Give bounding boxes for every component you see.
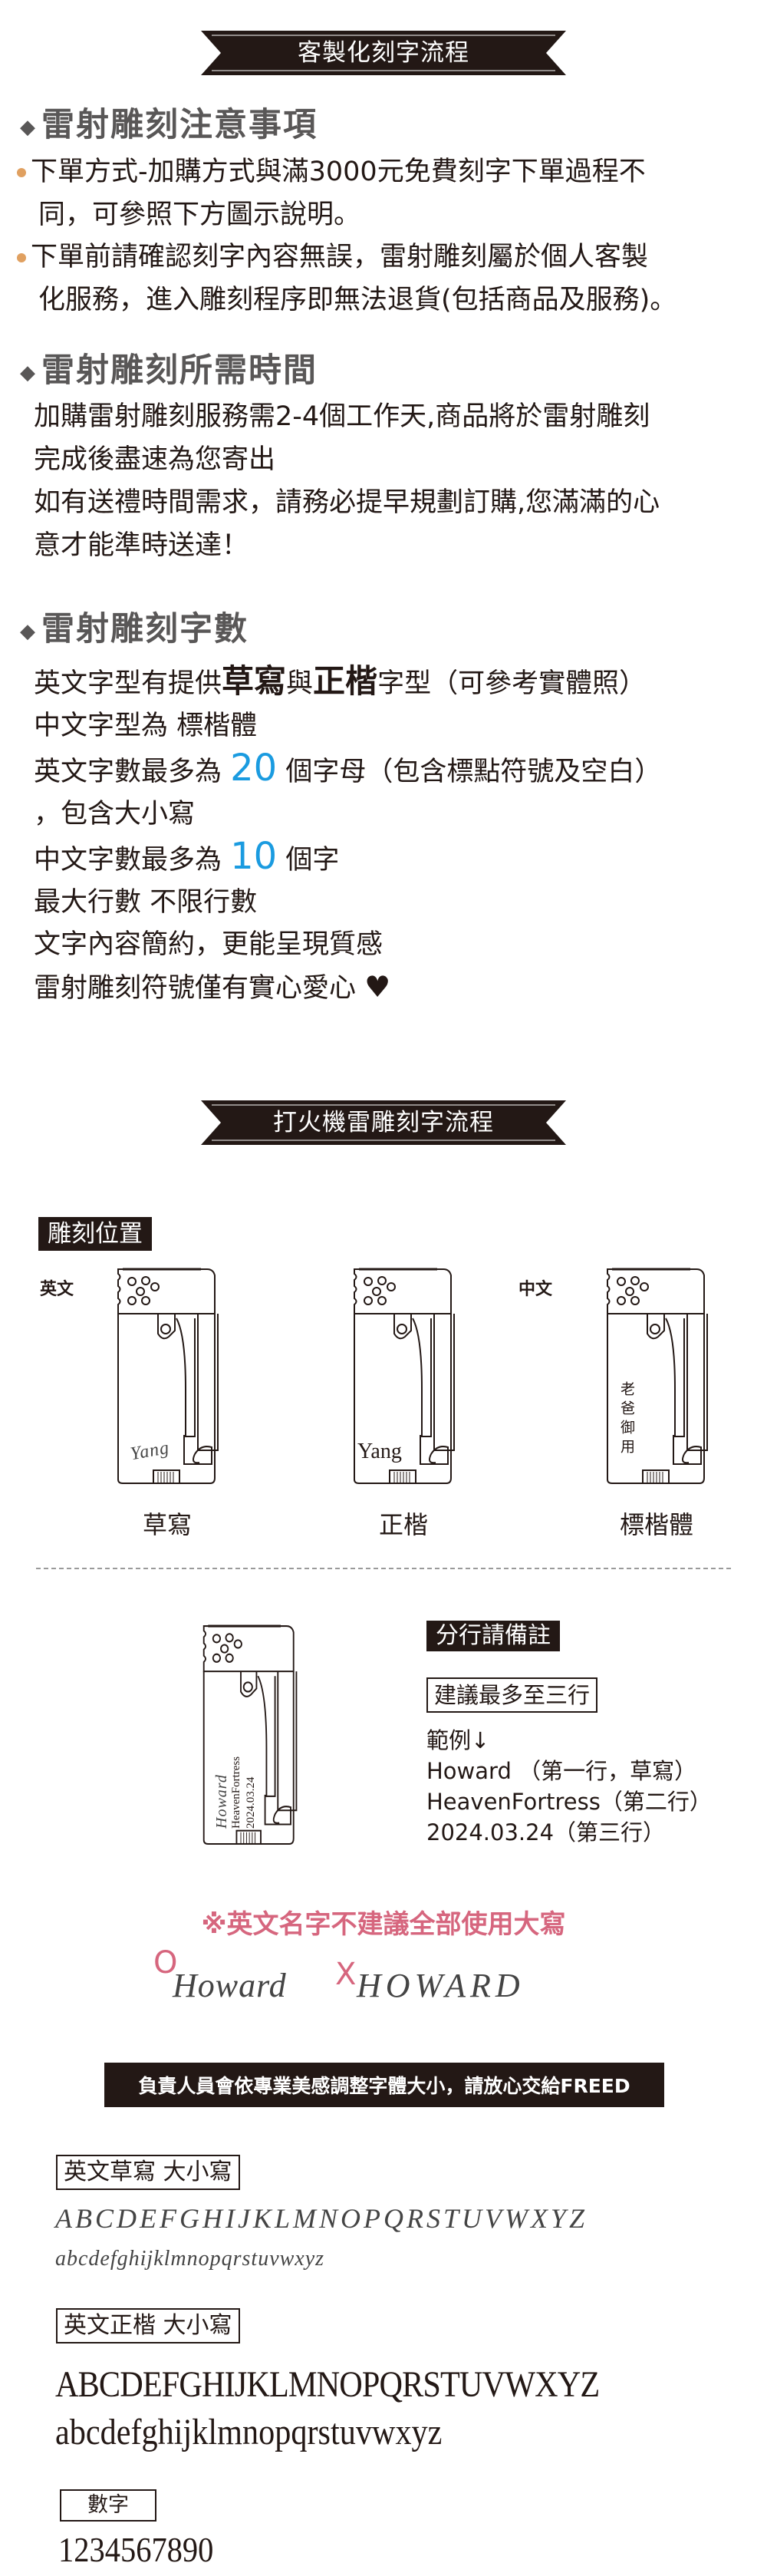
time-paragraph: 加購雷射雕刻服務需2-4個工作天,商品將於雷射雕刻 完成後盡速為您寄出 如有送禮…	[34, 395, 660, 567]
section-heading: ◆雷射雕刻所需時間	[20, 344, 318, 391]
engraving-line: 2024.03.24	[245, 1776, 257, 1829]
regular-uppercase: ABCDEFGHIJKLMNOPQRSTUVWXYZ	[55, 2364, 600, 2405]
symbol-line: 雷射雕刻符號僅有實心愛心 ♥	[34, 966, 661, 1010]
lighter-icon	[117, 1268, 219, 1484]
dashed-divider	[36, 1568, 731, 1569]
banner-title: 客製化刻字流程	[298, 39, 469, 67]
bullet-item: 下單方式-加購方式與滿3000元免費刻字下單過程不 同，可參照下方圖示說明。	[17, 150, 646, 236]
paragraph-line: 加購雷射雕刻服務需2-4個工作天,商品將於雷射雕刻	[34, 401, 650, 432]
bullet-text: 下單方式-加購方式與滿3000元免費刻字下單過程不	[31, 157, 646, 187]
bullet-item: 下單前請確認刻字內容無誤，雷射雕刻屬於個人客製 化服務，進入雕刻程序即無法退貨(…	[17, 236, 676, 322]
caption-regular: 正楷	[378, 1510, 428, 1539]
chinese-limit-line: 中文字數最多為 10 個字	[34, 836, 661, 882]
section-banner: 打火機雷雕刻字流程	[201, 1100, 566, 1145]
digits-sample: 1234567890	[58, 2530, 214, 2569]
heading-text: 雷射雕刻所需時間	[41, 351, 318, 390]
text: 英文字型有提供	[34, 668, 222, 699]
caption-chinese: 標楷體	[619, 1510, 693, 1539]
diamond-icon: ◆	[20, 361, 37, 384]
engraving-line: Howard	[213, 1774, 230, 1829]
correct-example: Howard	[173, 1967, 287, 2004]
text: 字型（可參考實體照）	[377, 668, 647, 699]
diamond-icon: ◆	[20, 115, 37, 139]
section-heading: ◆雷射雕刻注意事項	[20, 98, 318, 146]
wrong-mark: X	[335, 1957, 357, 1992]
text: 雷射雕刻符號僅有實心愛心	[34, 973, 357, 1004]
multiline-label: 分行請備註	[426, 1621, 560, 1651]
paragraph-line: 完成後盡速為您寄出	[34, 444, 276, 475]
example-block: 範例↓ Howard （第一行，草寫） HeavenFortress（第二行） …	[426, 1725, 712, 1848]
bullet-dot-icon	[17, 253, 26, 262]
wrong-example: HOWARD	[357, 1967, 525, 2004]
text: 英文字數最多為	[34, 757, 231, 787]
lighter-illustration-regular: Yang	[351, 1266, 459, 1485]
engraving-text: 老爸御用	[618, 1381, 635, 1458]
char-limit-list: 英文字型有提供草寫與正楷字型（可參考實體照） 中文字型為 標楷體 英文字數最多為…	[34, 660, 661, 1010]
text: 中文字數最多為	[34, 845, 231, 876]
position-label: 雕刻位置	[38, 1217, 152, 1251]
regular-emphasis: 正楷	[313, 662, 378, 700]
banner-title: 打火機雷雕刻字流程	[273, 1109, 494, 1136]
section-heading: ◆雷射雕刻字數	[20, 602, 249, 650]
paragraph-line: 如有送禮時間需求，請務必提早規劃訂購,您滿滿的心	[34, 487, 660, 518]
heart-icon: ♥	[364, 970, 391, 1004]
text: 個字母（包含標點符號及空白）	[277, 757, 662, 787]
bullet-text: 下單前請確認刻字內容無誤，雷射雕刻屬於個人客製	[31, 242, 649, 272]
cursive-lowercase: abcdefghijklmnopqrstuvwxyz	[55, 2247, 325, 2271]
regular-lowercase: abcdefghijklmnopqrstuvwxyz	[55, 2412, 443, 2452]
chinese-limit-number: 10	[230, 835, 278, 878]
english-limit-line: 英文字數最多為 20 個字母（包含標點符號及空白）	[34, 747, 661, 793]
lighter-icon	[202, 1624, 298, 1845]
notice-bar: 負責人員會依專業美感調整字體大小，請放心交給FREED	[104, 2063, 664, 2107]
lighter-illustration-cursive: Yang	[115, 1266, 222, 1485]
example-line: HeavenFortress（第二行）	[426, 1789, 712, 1815]
font-line: 英文字型有提供草寫與正楷字型（可參考實體照）	[34, 660, 661, 705]
chinese-font-line: 中文字型為 標楷體	[34, 711, 258, 741]
ribbon-shape	[201, 1100, 566, 1145]
cursive-uppercase: ABCDEFGHIJKLMNOPQRSTUVWXYZ	[55, 2203, 588, 2234]
english-label: 英文	[40, 1280, 74, 1299]
lighter-icon	[354, 1268, 455, 1484]
ribbon-shape	[201, 31, 566, 75]
uppercase-warning: ※英文名字不建議全部使用大寫	[201, 1909, 566, 1940]
heading-text: 雷射雕刻字數	[41, 610, 249, 648]
example-line: 2024.03.24（第三行）	[426, 1819, 666, 1845]
bullet-text: 化服務，進入雕刻程序即無法退貨(包括商品及服務)。	[38, 285, 677, 315]
bullet-dot-icon	[17, 168, 26, 177]
chinese-label: 中文	[518, 1280, 553, 1299]
engraving-text: Yang	[357, 1440, 402, 1463]
bullet-text: 同，可參照下方圖示說明。	[38, 200, 361, 230]
max-lines-line: 最大行數 不限行數	[34, 887, 258, 918]
lighter-icon	[607, 1268, 708, 1484]
suggest-box: 建議最多至三行	[426, 1677, 598, 1713]
lighter-illustration-chinese: 老爸御用	[604, 1266, 712, 1485]
caption-cursive: 草寫	[142, 1510, 192, 1539]
text: 個字	[277, 845, 340, 876]
regular-font-label: 英文正楷 大小寫	[56, 2308, 240, 2343]
diamond-icon: ◆	[20, 619, 37, 643]
english-limit-number: 20	[230, 747, 278, 790]
case-line: ，包含大小寫	[34, 799, 196, 830]
text: 與	[286, 668, 314, 699]
digits-font-label: 數字	[60, 2489, 156, 2522]
example-title: 範例↓	[426, 1727, 490, 1753]
heading-text: 雷射雕刻注意事項	[41, 106, 318, 144]
simplicity-line: 文字內容簡約，更能呈現質感	[34, 929, 384, 960]
example-line: Howard （第一行，草寫）	[426, 1758, 697, 1784]
engraving-line: HeavenFortress	[230, 1756, 242, 1829]
paragraph-line: 意才能準時送達！	[34, 530, 249, 561]
engraving-lines: Howard HeavenFortress 2024.03.24	[213, 1713, 258, 1829]
section-banner: 客製化刻字流程	[201, 31, 566, 75]
lighter-illustration-multiline: Howard HeavenFortress 2024.03.24	[201, 1623, 301, 1845]
correct-mark: O	[153, 1945, 178, 1981]
cursive-font-label: 英文草寫 大小寫	[56, 2155, 240, 2190]
cursive-emphasis: 草寫	[222, 662, 287, 700]
